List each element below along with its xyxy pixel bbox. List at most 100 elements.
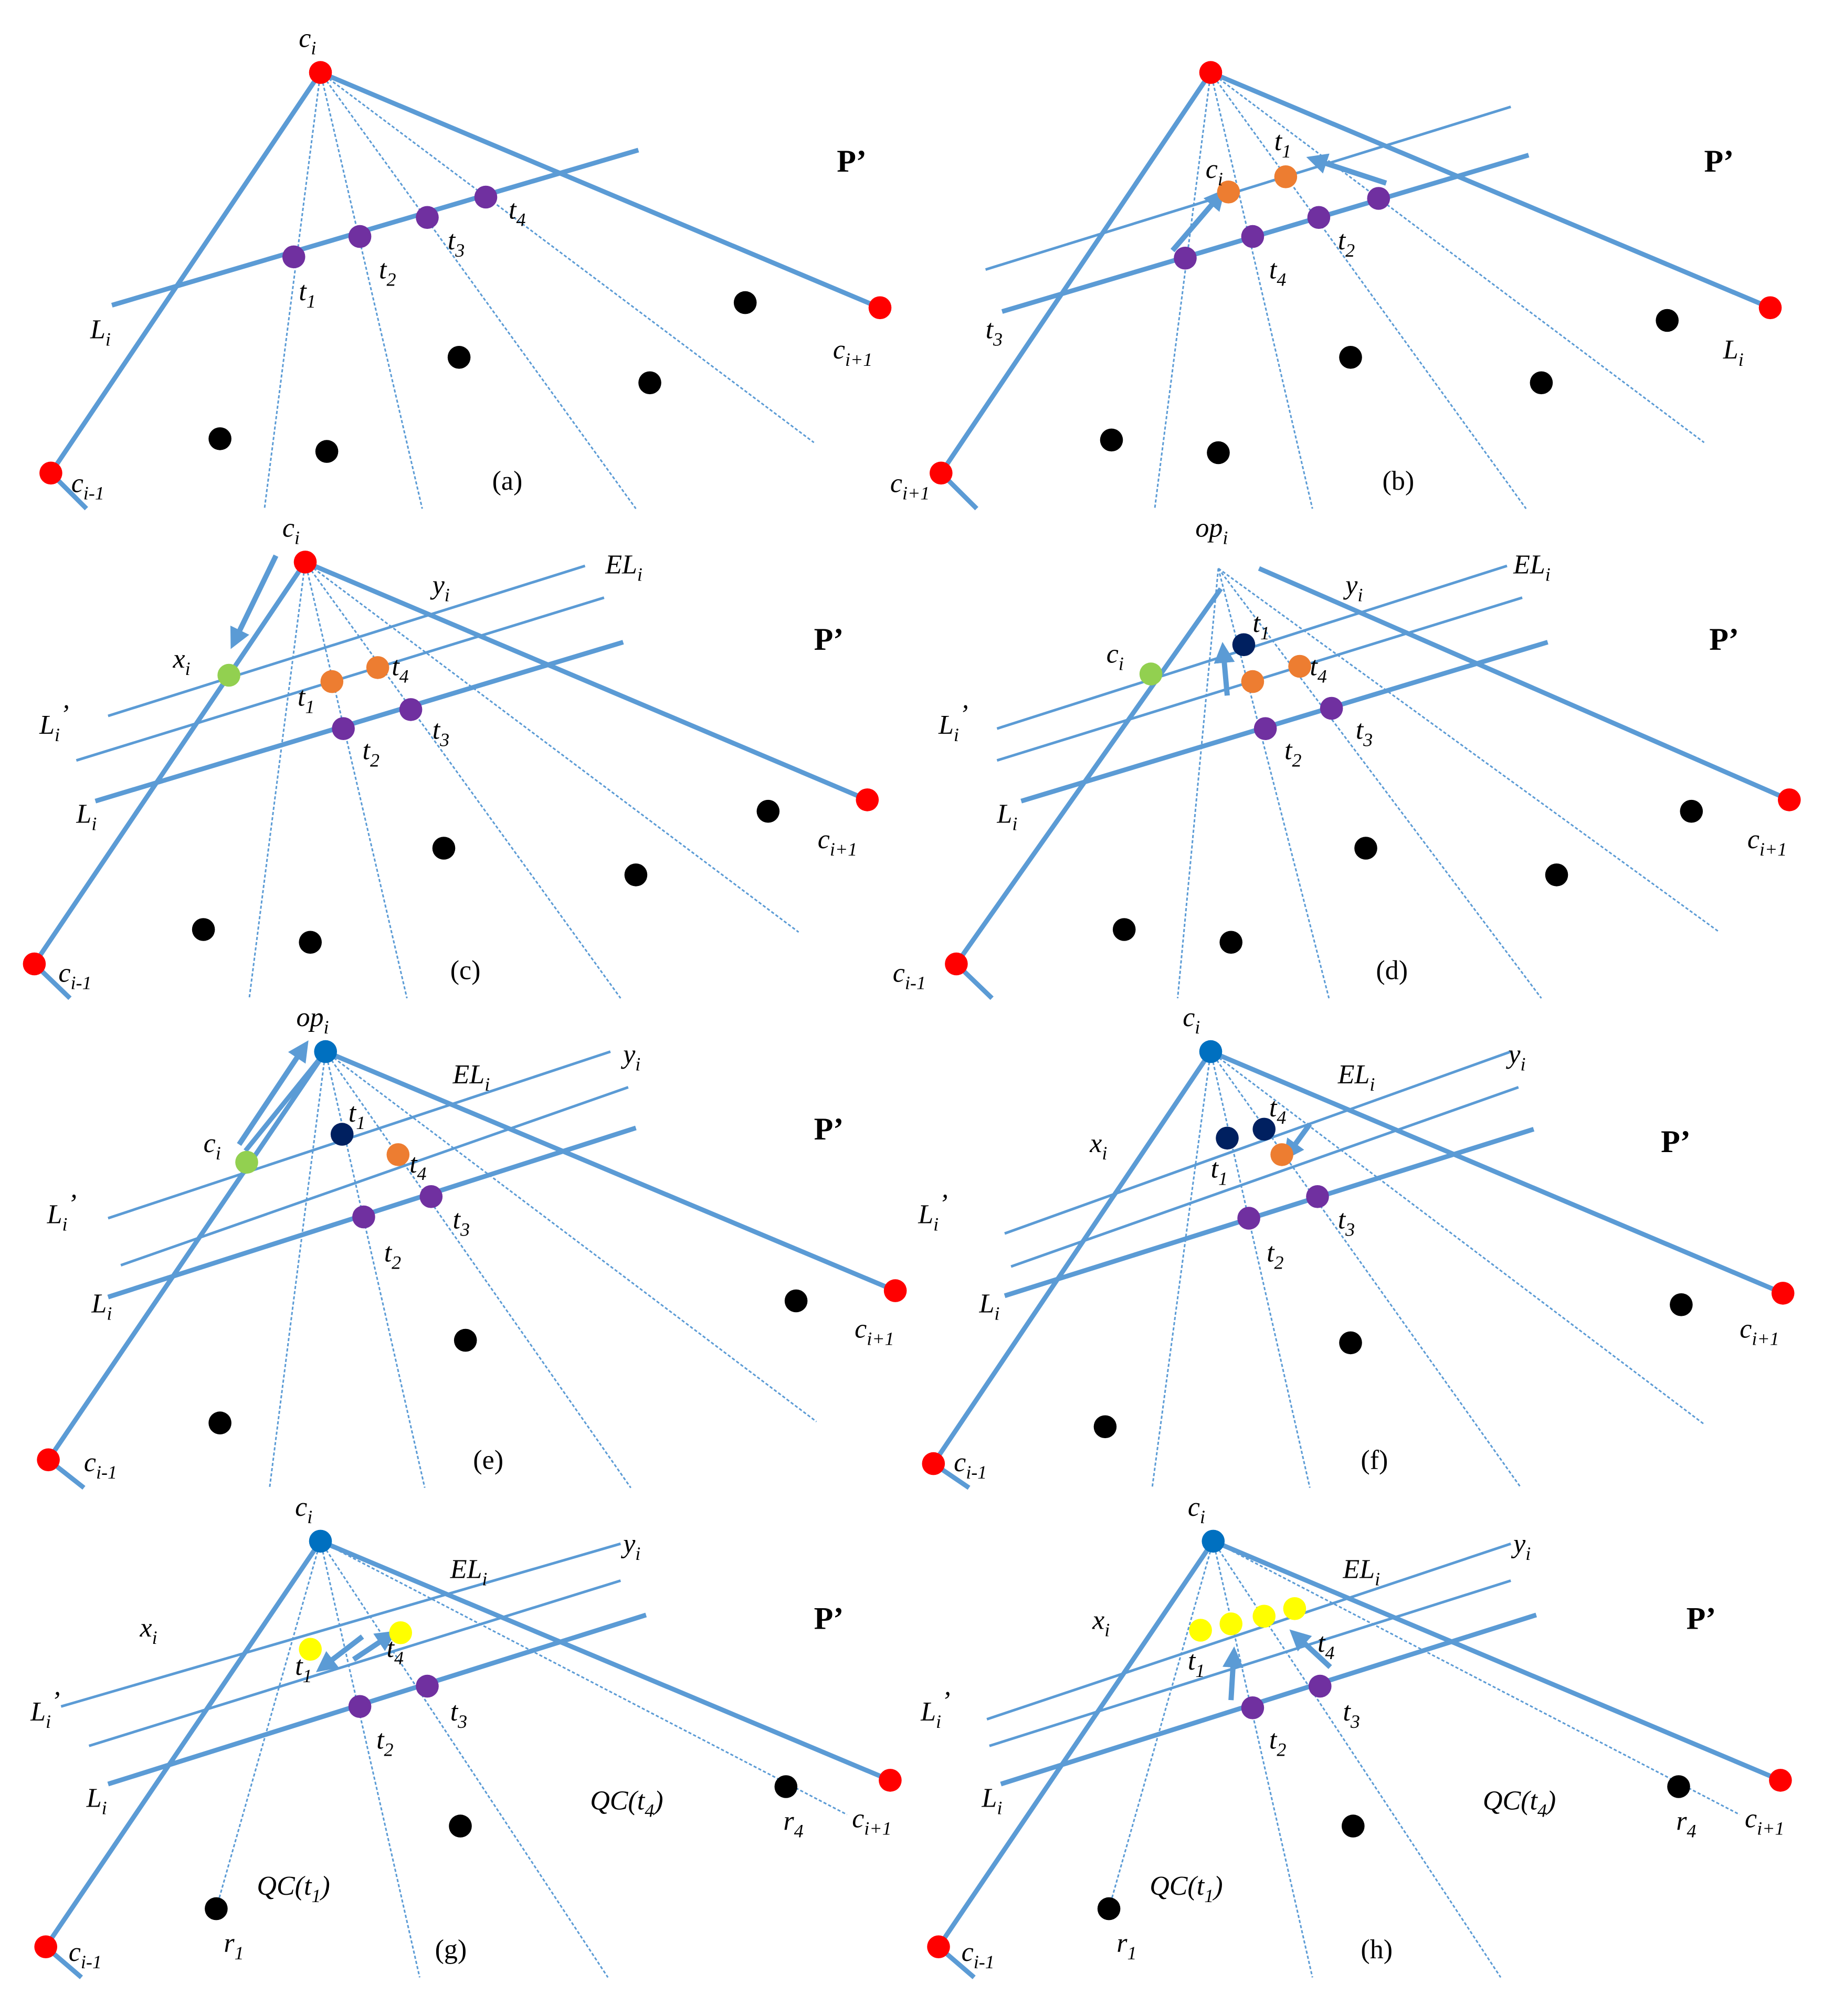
red-point — [39, 461, 62, 485]
point-label: Li — [1723, 335, 1744, 370]
green-point — [1139, 662, 1163, 685]
point-label: ci — [1206, 154, 1223, 189]
purple-point — [1307, 206, 1331, 229]
black-point — [447, 346, 471, 369]
sweep-ray — [304, 561, 799, 933]
navy-point — [1216, 1126, 1239, 1150]
point-label: opi — [297, 1002, 329, 1038]
panel-caption: (g) — [435, 1935, 467, 1965]
red-point — [293, 551, 317, 574]
point-label: ci-1 — [954, 1448, 987, 1483]
black-point — [1219, 931, 1242, 954]
hull-edge — [319, 70, 881, 310]
point-label: Li’ — [30, 1686, 60, 1732]
sweep-ray — [1210, 1051, 1311, 1488]
purple-point — [416, 1674, 439, 1698]
move-arrow — [1283, 1122, 1312, 1161]
move-arrow — [315, 1634, 364, 1672]
red-point — [922, 1452, 945, 1475]
sweep-ray — [1210, 72, 1527, 509]
red-point — [1769, 1769, 1792, 1792]
hull-edge — [46, 1050, 328, 1461]
red-point — [945, 952, 968, 976]
hull-edge — [1209, 70, 1772, 310]
point-label: ci+1 — [833, 335, 872, 370]
red-point — [930, 461, 953, 485]
sweep-ray — [320, 1540, 848, 1816]
purple-point — [474, 185, 498, 209]
purple-point — [348, 225, 372, 248]
panel-caption: (c) — [450, 956, 481, 986]
orange-point — [1288, 655, 1311, 678]
point-label: t2 — [1284, 735, 1301, 770]
point-label: ELi — [452, 1060, 490, 1095]
black-point — [784, 1289, 808, 1313]
parallel-line — [120, 1086, 629, 1266]
point-label: xi — [1089, 1128, 1107, 1164]
green-point — [235, 1151, 258, 1174]
point-label: t1 — [1274, 126, 1291, 162]
red-point — [879, 1769, 902, 1792]
black-point — [315, 440, 339, 463]
region-label: P’ — [814, 1601, 844, 1636]
point-label: Li — [981, 1783, 1002, 1819]
point-label: ci — [1183, 1002, 1200, 1038]
region-label: P’ — [837, 144, 867, 178]
hull-edge — [44, 1539, 323, 1948]
point-label: ci+1 — [1747, 825, 1787, 860]
red-point — [1778, 788, 1801, 811]
hull-edge — [304, 560, 869, 803]
point-label: t1 — [349, 1098, 365, 1133]
sweep-ray — [1108, 1540, 1214, 1909]
point-label: yi — [1511, 1529, 1531, 1564]
point-label: ci — [1107, 639, 1124, 674]
point-label: t2 — [379, 255, 396, 290]
sweep-ray — [248, 562, 306, 999]
point-label: ELi — [450, 1555, 488, 1590]
region-label: P’ — [814, 1112, 844, 1146]
point-label: Li — [979, 1289, 1000, 1324]
panel-caption: (h) — [1361, 1935, 1393, 1965]
hull-edge — [954, 587, 1223, 966]
red-point — [34, 1935, 57, 1958]
sweep-ray — [1151, 1051, 1211, 1488]
sweep-ray — [1154, 72, 1211, 509]
point-label: t1 — [1211, 1154, 1228, 1189]
region-label: P’ — [1661, 1124, 1691, 1159]
purple-point — [1237, 1207, 1260, 1230]
parallel-line — [986, 1542, 1511, 1721]
point-label: yi — [620, 1529, 640, 1564]
hull-edge — [319, 1539, 891, 1783]
parallel-line — [989, 1579, 1511, 1747]
purple-point — [1174, 247, 1197, 270]
black-point — [1342, 1814, 1365, 1838]
black-point — [299, 931, 322, 954]
point-label: t1 — [1188, 1646, 1205, 1681]
black-point — [1354, 837, 1377, 860]
yellow-point — [1219, 1612, 1242, 1635]
move-arrow — [237, 1040, 309, 1146]
point-label: opi — [1195, 513, 1228, 548]
move-arrow — [1306, 153, 1387, 186]
parallel-line — [108, 1050, 611, 1220]
point-label: t2 — [376, 1725, 393, 1760]
point-label: yi — [1343, 570, 1363, 605]
red-point — [1199, 61, 1223, 84]
panel-caption: (e) — [473, 1445, 503, 1475]
move-arrow — [1289, 1629, 1332, 1669]
black-point — [1680, 799, 1703, 823]
point-label: ELi — [1513, 550, 1551, 585]
hull-edge — [32, 561, 308, 966]
sweep-ray — [320, 1540, 609, 1978]
point-label: t1 — [299, 277, 315, 312]
point-label: ci-1 — [58, 958, 91, 993]
navy-point — [1232, 633, 1256, 657]
hull-edge — [1001, 153, 1530, 314]
point-label: t1 — [1252, 608, 1269, 643]
panel-caption: (f) — [1361, 1445, 1388, 1475]
point-label: Li — [90, 315, 111, 350]
